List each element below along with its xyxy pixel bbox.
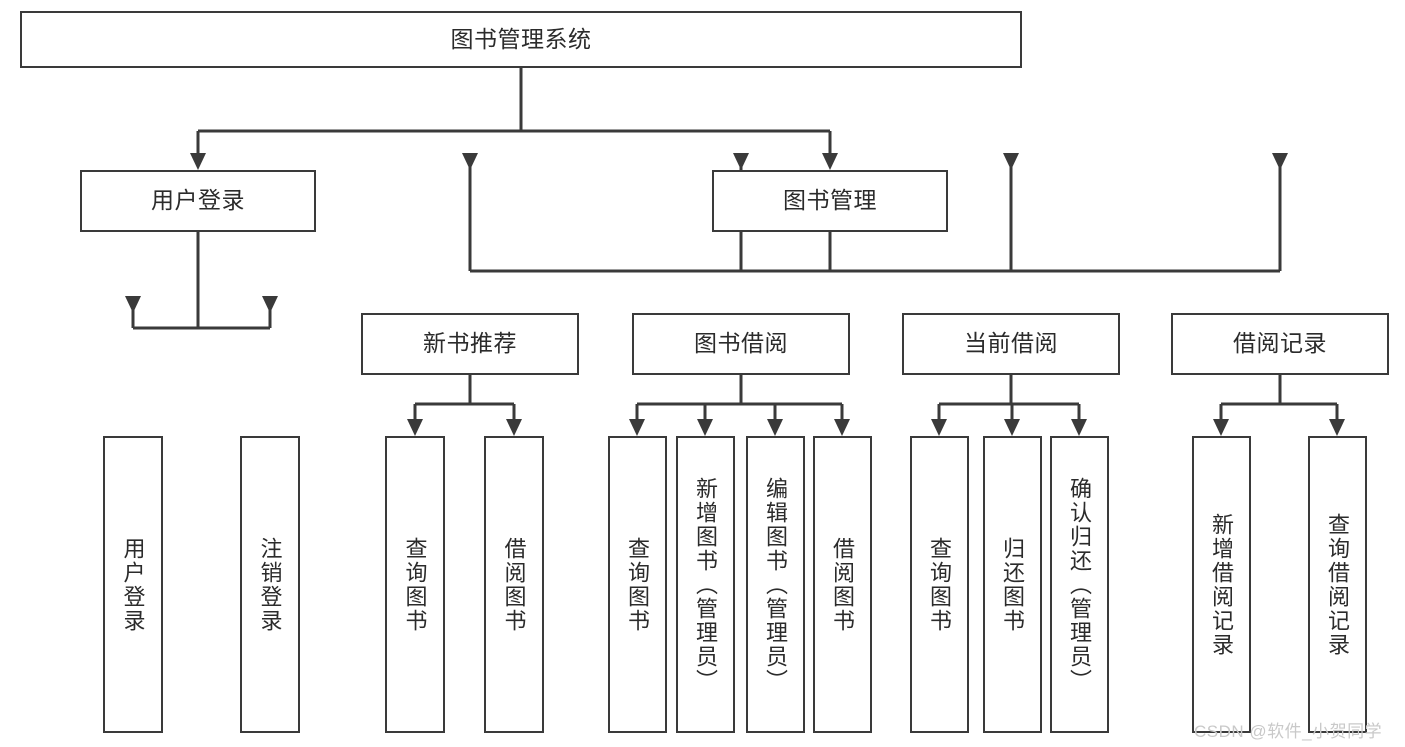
root-to-children-arrow-0-head [190,153,206,170]
records-to-children-arrow-1-head [1329,419,1345,436]
node-label: 归还图书 [1000,536,1026,633]
node-leaf1[interactable]: 用户登录 [103,436,163,733]
bookmgmt-to-children-arrow-1-head [733,153,749,170]
bookmgmt-to-children-arrow-3-head [1272,153,1288,170]
node-label: 当前借阅 [964,330,1058,357]
node-label: 借阅图书 [501,536,527,633]
node-label: 用户登录 [120,536,146,633]
node-label: 查询图书 [625,536,651,633]
node-label: 新书推荐 [423,330,517,357]
node-label: 查询图书 [927,536,953,633]
node-leaf11[interactable]: 确认归还（管理员） [1050,436,1109,733]
watermark-text: CSDN @软件_小贺同学 [1194,722,1383,741]
newbook-to-children-arrow-0-head [407,419,423,436]
current-to-children-arrow-2-head [1071,419,1087,436]
node-label: 新增图书（管理员） [693,476,719,693]
node-records[interactable]: 借阅记录 [1171,313,1389,375]
current-to-children-arrow-0-head [931,419,947,436]
node-leaf6[interactable]: 新增图书（管理员） [676,436,735,733]
node-label: 借阅图书 [830,536,856,633]
node-root[interactable]: 图书管理系统 [20,11,1022,68]
node-label: 查询图书 [402,536,428,633]
root-to-children-arrow-1-head [822,153,838,170]
node-leaf3[interactable]: 查询图书 [385,436,445,733]
node-login[interactable]: 用户登录 [80,170,316,232]
node-borrow[interactable]: 图书借阅 [632,313,850,375]
borrow-to-children-arrow-1-head [697,419,713,436]
node-label: 查询借阅记录 [1325,512,1351,657]
node-label: 图书管理 [783,187,877,214]
node-leaf13[interactable]: 查询借阅记录 [1308,436,1367,733]
node-leaf9[interactable]: 查询图书 [910,436,969,733]
node-label: 借阅记录 [1233,330,1327,357]
node-label: 编辑图书（管理员） [763,476,789,693]
node-leaf8[interactable]: 借阅图书 [813,436,872,733]
node-leaf4[interactable]: 借阅图书 [484,436,544,733]
node-label: 图书借阅 [694,330,788,357]
node-label: 用户登录 [151,187,245,214]
login-to-children-arrow-1-head [262,296,278,313]
borrow-to-children-arrow-0-head [629,419,645,436]
login-to-children-arrow-0-head [125,296,141,313]
borrow-to-children-arrow-2-head [767,419,783,436]
records-to-children-arrow-0-head [1213,419,1229,436]
node-label: 确认归还（管理员） [1067,476,1093,693]
bookmgmt-to-children-arrow-0-head [462,153,478,170]
bookmgmt-to-children-arrow-2-head [1003,153,1019,170]
node-newbook[interactable]: 新书推荐 [361,313,579,375]
node-leaf10[interactable]: 归还图书 [983,436,1042,733]
node-label: 图书管理系统 [450,25,592,52]
node-label: 新增借阅记录 [1209,512,1235,657]
borrow-to-children-arrow-3-head [834,419,850,436]
node-leaf7[interactable]: 编辑图书（管理员） [746,436,805,733]
node-label: 注销登录 [257,536,283,633]
node-leaf5[interactable]: 查询图书 [608,436,667,733]
node-leaf12[interactable]: 新增借阅记录 [1192,436,1251,733]
node-bookmgmt[interactable]: 图书管理 [712,170,948,232]
node-leaf2[interactable]: 注销登录 [240,436,300,733]
node-current[interactable]: 当前借阅 [902,313,1120,375]
newbook-to-children-arrow-1-head [506,419,522,436]
current-to-children-arrow-1-head [1004,419,1020,436]
